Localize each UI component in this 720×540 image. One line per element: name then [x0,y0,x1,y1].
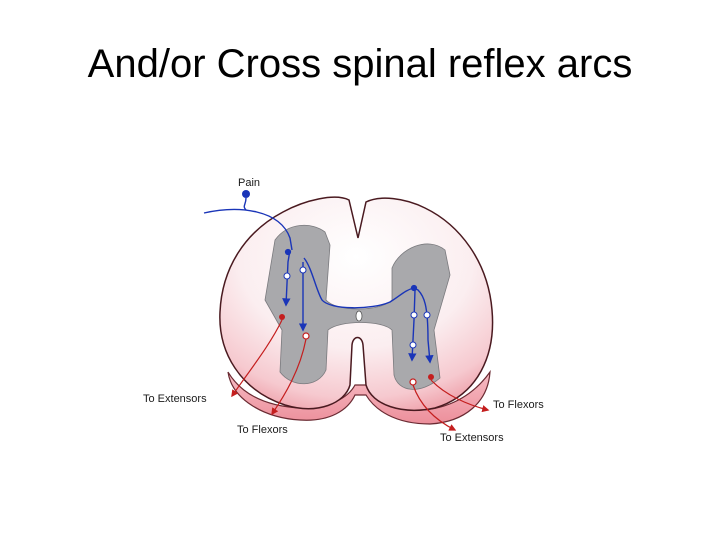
afferent-fiber [203,208,293,251]
label-left-flexors: To Flexors [237,424,288,436]
motor-pathway [231,314,490,431]
white-matter [219,196,494,411]
label-right-flexors: To Flexors [493,399,544,411]
label-right-extensors: To Extensors [440,432,504,444]
gray-matter [264,224,451,390]
slide-title: And/or Cross spinal reflex arcs [87,42,633,86]
motor-neuron-left-extensor [279,314,285,320]
motor-neuron-right-flexor [428,374,434,380]
label-left-extensors: To Extensors [143,393,207,405]
synapses [283,248,431,349]
central-canal [355,310,363,322]
pain-receptor [242,190,250,198]
efferent-right-extensors [412,384,457,431]
efferent-left-extensors [231,319,283,398]
label-pain: Pain [238,177,260,189]
motor-neuron-left-flexor [302,332,310,340]
commissural-fiber [303,257,434,364]
efferent-left-flexors [271,338,307,416]
motor-neuron-right-extensor [409,378,417,386]
efferent-right-flexors [430,379,490,413]
